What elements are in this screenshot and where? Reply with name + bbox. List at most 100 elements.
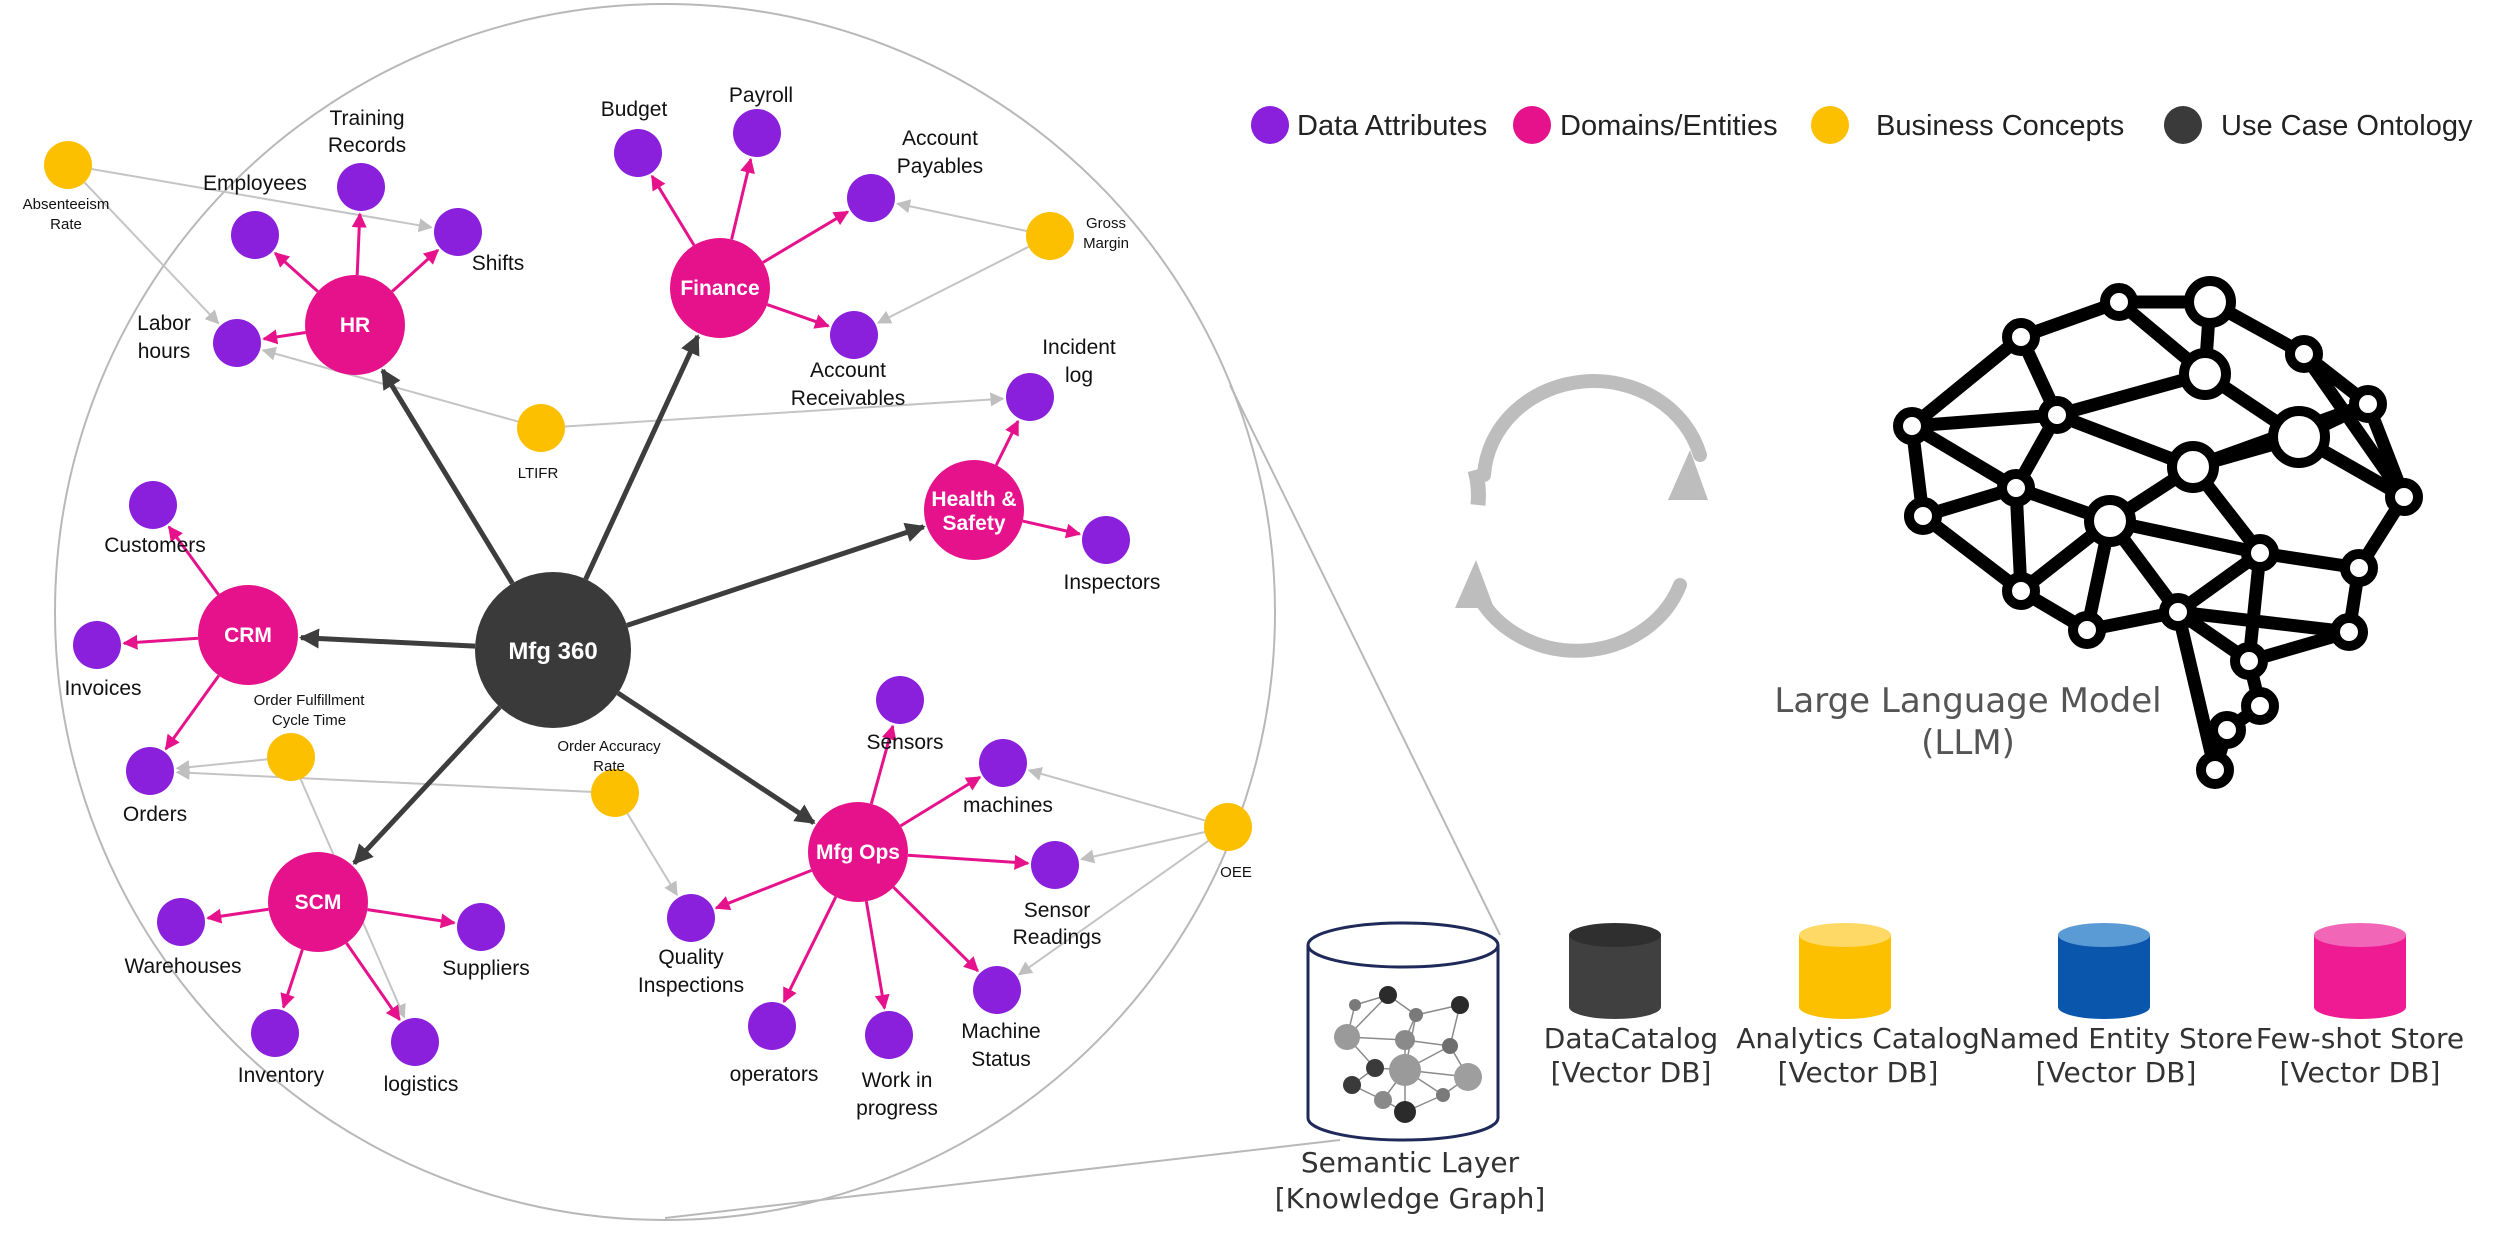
attribute-node-logistics bbox=[391, 1018, 439, 1066]
label-shifts: Shifts bbox=[472, 252, 525, 275]
attribute-node-employees bbox=[231, 211, 279, 259]
edge-center-mfg_ops bbox=[616, 690, 816, 825]
edge-crm-orders bbox=[164, 674, 220, 751]
edge-finance-account_payables bbox=[762, 210, 850, 264]
label-ltifr: LTIFR bbox=[518, 465, 559, 482]
vector-stores: DataCatalog[Vector DB]Analytics Catalog[… bbox=[1544, 923, 2464, 1089]
ontology-edges bbox=[298, 334, 926, 865]
domain-node-scm bbox=[268, 852, 368, 952]
edge-hr-shifts bbox=[391, 248, 440, 293]
edge-finance-budget bbox=[650, 174, 696, 247]
attribute-node-sensors bbox=[876, 676, 924, 724]
attribute-node-account-receivables bbox=[830, 311, 878, 359]
label-budget: Budget bbox=[601, 98, 668, 121]
edge-hr-labor_hours bbox=[262, 329, 306, 345]
attribute-node-operators bbox=[748, 1002, 796, 1050]
label-logistics: logistics bbox=[384, 1073, 459, 1096]
edge-oee-machine_status bbox=[1017, 840, 1209, 976]
edge-oee-sensor_readings bbox=[1080, 831, 1205, 864]
vector-db-icon-3 bbox=[2314, 923, 2406, 1019]
legend-label-concept: Business Concepts bbox=[1876, 110, 2124, 142]
label-employees: Employees bbox=[203, 172, 307, 195]
graph-nodes bbox=[44, 109, 1252, 1066]
edge-center-crm bbox=[298, 628, 476, 649]
attribute-node-inspectors bbox=[1082, 516, 1130, 564]
sync-cycle-icon bbox=[1455, 374, 1708, 658]
legend-label-attribute: Data Attributes bbox=[1297, 110, 1487, 142]
legend-label-domain: Domains/Entities bbox=[1560, 110, 1778, 142]
store-sub-2: [Vector DB] bbox=[2036, 1056, 2197, 1089]
edge-absenteeism_rate-labor_hours bbox=[83, 181, 220, 325]
concept-node-gross-margin bbox=[1026, 212, 1074, 260]
label-crm: CRM bbox=[224, 624, 272, 647]
label-orders: Orders bbox=[123, 803, 187, 826]
label-suppliers: Suppliers bbox=[442, 957, 530, 980]
store-sub-0: [Vector DB] bbox=[1551, 1056, 1712, 1089]
attribute-node-work-in-progress bbox=[865, 1011, 913, 1059]
attribute-node-suppliers bbox=[457, 903, 505, 951]
llm-label-line2: (LLM) bbox=[1921, 723, 2015, 763]
attribute-node-labor-hours bbox=[213, 319, 261, 367]
store-name-1: Analytics Catalog bbox=[1736, 1022, 1980, 1055]
label-operators: operators bbox=[730, 1063, 819, 1086]
legend-swatch-ontology bbox=[2164, 106, 2202, 144]
edge-gross_margin-account_receivables bbox=[876, 245, 1030, 324]
vector-db-icon-1 bbox=[1799, 923, 1891, 1019]
legend-swatch-attribute bbox=[1251, 106, 1289, 144]
concept-node-ltifr bbox=[517, 404, 565, 452]
attribute-node-shifts bbox=[434, 208, 482, 256]
domain-node-hr bbox=[305, 275, 405, 375]
label-inspectors: Inspectors bbox=[1064, 571, 1161, 594]
label-oee: OEE bbox=[1220, 864, 1252, 881]
attribute-node-customers bbox=[129, 481, 177, 529]
edge-health_safety-incident_log bbox=[994, 419, 1020, 466]
edge-mfg_ops-work_in_progress bbox=[864, 901, 890, 1010]
edge-gross_margin-account_payables bbox=[896, 199, 1027, 232]
attribute-node-machine-status bbox=[973, 966, 1021, 1014]
store-sub-3: [Vector DB] bbox=[2280, 1056, 2441, 1089]
label-health-safety: Health &Safety bbox=[931, 488, 1016, 535]
concept-node-order-fulfillment bbox=[267, 733, 315, 781]
store-sub-1: [Vector DB] bbox=[1778, 1056, 1939, 1089]
domain-node-finance bbox=[670, 238, 770, 338]
store-name-3: Few-shot Store bbox=[2256, 1022, 2464, 1055]
edge-ltifr-incident_log bbox=[564, 392, 1005, 428]
edge-scm-suppliers bbox=[367, 908, 456, 929]
edge-finance-account_receivables bbox=[766, 303, 830, 329]
label-warehouses: Warehouses bbox=[124, 955, 241, 978]
edge-absenteeism_rate-shifts bbox=[91, 168, 433, 233]
concept-edges bbox=[83, 168, 1209, 1019]
edge-mfg_ops-sensors bbox=[869, 724, 897, 805]
edge-mfg_ops-machines bbox=[899, 775, 982, 828]
edge-hr-employees bbox=[273, 251, 319, 293]
edge-center-hr bbox=[380, 368, 515, 585]
store-name-0: DataCatalog bbox=[1544, 1022, 1718, 1055]
llm-brain-icon bbox=[1893, 276, 2423, 789]
label-inventory: Inventory bbox=[238, 1064, 325, 1087]
attribute-node-sensor-readings bbox=[1031, 841, 1079, 889]
label-scm: SCM bbox=[295, 891, 342, 914]
legend-swatch-concept bbox=[1811, 106, 1849, 144]
attribute-node-budget bbox=[614, 129, 662, 177]
domain-edges bbox=[122, 157, 1082, 1022]
zoom-line-bottom bbox=[664, 1139, 1341, 1219]
edge-order_accuracy-orders bbox=[175, 765, 592, 793]
edge-mfg_ops-quality_inspections bbox=[714, 868, 813, 911]
edge-center-scm bbox=[352, 705, 502, 865]
concept-node-absenteeism-rate bbox=[44, 141, 92, 189]
attribute-node-orders bbox=[126, 747, 174, 795]
zoom-line-top bbox=[1229, 384, 1501, 936]
edge-scm-inventory bbox=[280, 949, 304, 1009]
label-customers: Customers bbox=[104, 534, 206, 557]
label-center: Mfg 360 bbox=[508, 638, 597, 665]
